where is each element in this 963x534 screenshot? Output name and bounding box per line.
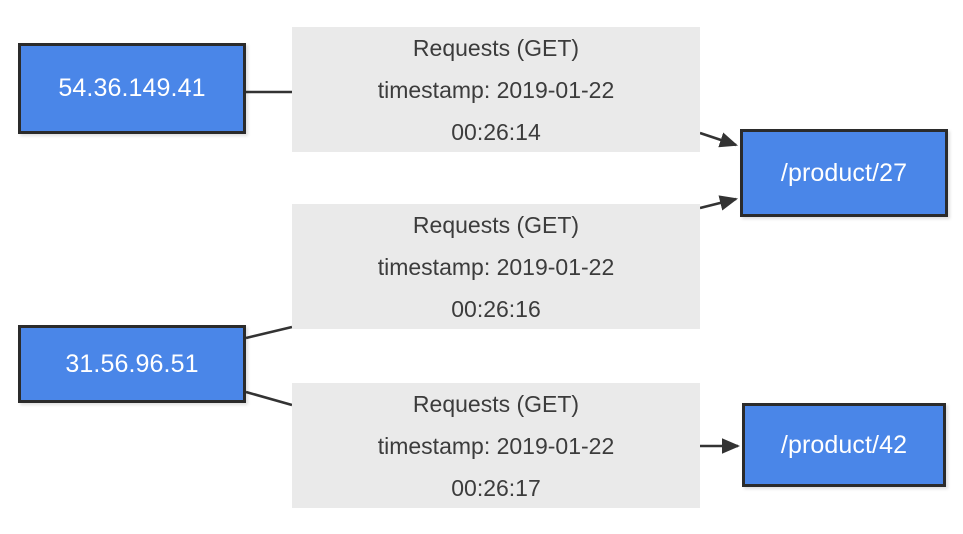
- edge-line-src2-to-product27-entry: [245, 325, 293, 340]
- node-label: /product/42: [780, 430, 908, 459]
- edge-relation-label: Requests (GET): [412, 211, 580, 238]
- edge-relation-label: Requests (GET): [412, 390, 580, 417]
- edge-label-src2-to-product27: Requests (GET) timestamp: 2019-01-22 00:…: [292, 204, 700, 329]
- node-source-ip-31-56-96-51[interactable]: 31.56.96.51: [18, 325, 246, 403]
- edge-timestamp-label: timestamp: 2019-01-22: [377, 253, 615, 280]
- edge-time-label: 00:26:14: [451, 118, 541, 145]
- node-target-product-42[interactable]: /product/42: [742, 403, 946, 487]
- node-source-ip-54-36-149-41[interactable]: 54.36.149.41: [18, 43, 246, 134]
- edge-label-src1-to-product27: Requests (GET) timestamp: 2019-01-22 00:…: [292, 27, 700, 152]
- edge-line-src1-to-product27-arrow: [699, 131, 738, 148]
- edge-line-src2-to-product42-entry: [245, 390, 293, 407]
- edge-timestamp-label: timestamp: 2019-01-22: [377, 432, 615, 459]
- edge-line-src2-to-product27-arrow: [699, 195, 739, 211]
- node-target-product-27[interactable]: /product/27: [740, 129, 948, 217]
- node-label: 31.56.96.51: [65, 349, 199, 378]
- edge-label-src2-to-product42: Requests (GET) timestamp: 2019-01-22 00:…: [292, 383, 700, 508]
- edge-timestamp-label: timestamp: 2019-01-22: [377, 76, 615, 103]
- node-label: /product/27: [780, 158, 908, 187]
- edge-time-label: 00:26:17: [451, 474, 541, 501]
- edge-time-label: 00:26:16: [451, 295, 541, 322]
- node-label: 54.36.149.41: [58, 74, 206, 102]
- edge-relation-label: Requests (GET): [412, 34, 580, 61]
